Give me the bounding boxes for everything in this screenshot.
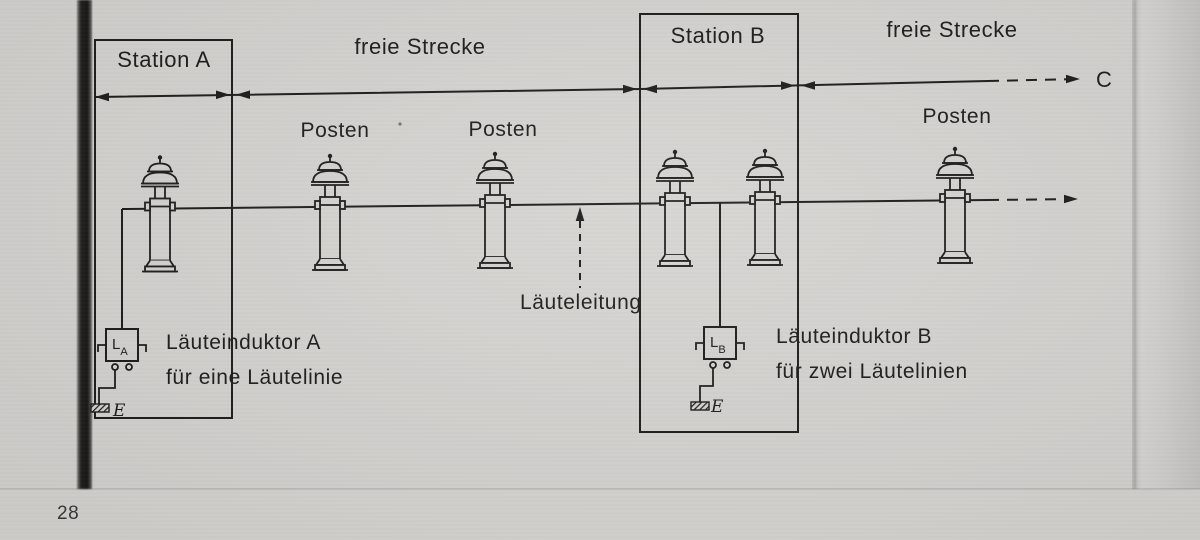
arrowhead-right-icon	[623, 84, 637, 94]
arrowhead-left-icon	[643, 84, 657, 94]
inductor-a-subtitle: für eine Läutelinie	[166, 366, 343, 389]
inductor-a-symbol: LA	[112, 336, 128, 358]
inductor-a-circuit	[90, 328, 147, 413]
bell-device-icon	[140, 154, 180, 273]
page-fold-shading	[1132, 0, 1200, 489]
page-number: 28	[57, 503, 79, 524]
ground-e-b-label: E	[710, 397, 724, 417]
terminal-icon	[111, 363, 119, 371]
inductor-b-right-hook	[736, 342, 745, 350]
inductor-a-right-hook	[138, 344, 147, 352]
arrowhead-right-icon	[216, 90, 230, 100]
freie-strecke-right-label: freie Strecke	[886, 17, 1017, 42]
inductor-b-title: Läuteinduktor B	[776, 325, 932, 348]
inductor-b-subtitle: für zwei Läutelinien	[776, 360, 968, 383]
page-bottom-edge	[0, 488, 1200, 491]
endpoint-c-label: C	[1096, 67, 1113, 92]
terminal-icon	[723, 361, 731, 369]
bell-device-icon	[310, 152, 350, 271]
posten-label-1: Posten	[301, 119, 370, 142]
earth-ground-icon	[90, 403, 110, 413]
inductor-b-ground-wire	[699, 368, 714, 402]
terminal-icon	[709, 361, 717, 369]
station-a-label: Station A	[117, 47, 210, 72]
posten-label-3: Posten	[923, 105, 992, 128]
bell-device-icon	[655, 148, 695, 267]
station-a-outline	[94, 39, 233, 419]
inductor-a-ground-wire	[98, 370, 116, 404]
ground-e-a-label: E	[112, 401, 126, 421]
station-b-outline	[639, 13, 799, 433]
page-fold-crease	[1134, 0, 1136, 489]
bell-wire-line	[121, 194, 1078, 329]
lauteleitung-label: Läuteleitung	[520, 291, 642, 314]
arrowhead-right-icon	[1064, 194, 1078, 204]
arrowhead-left-icon	[95, 92, 109, 102]
terminal-icon	[125, 363, 133, 371]
page-bottom-area	[0, 490, 1200, 540]
bell-device-icon	[475, 150, 515, 269]
bell-devices	[140, 145, 975, 273]
arrowhead-right-icon	[1066, 74, 1080, 84]
arrowhead-right-icon	[781, 81, 795, 90]
arrowhead-left-icon	[236, 90, 250, 99]
scan-speck	[398, 122, 402, 126]
inductor-a-left-hook	[97, 344, 106, 352]
inductor-b-symbol: LB	[710, 334, 726, 356]
bell-device-icon	[745, 147, 785, 266]
freie-strecke-left-label: freie Strecke	[354, 34, 485, 59]
posten-label-2: Posten	[469, 118, 538, 141]
bell-line-pointer	[575, 207, 585, 288]
inductor-b-circuit	[690, 326, 745, 411]
inductor-b-left-hook	[695, 342, 704, 350]
inductor-a-title: Läuteinduktor A	[166, 331, 321, 354]
station-b-label: Station B	[671, 23, 766, 48]
book-gutter-shadow	[77, 0, 92, 489]
bell-device-icon	[935, 145, 975, 264]
earth-ground-icon	[690, 401, 710, 411]
arrowhead-up-icon	[575, 207, 585, 221]
span-dimension-line	[94, 74, 1080, 102]
station-boxes	[94, 13, 799, 433]
arrowhead-left-icon	[801, 81, 815, 90]
